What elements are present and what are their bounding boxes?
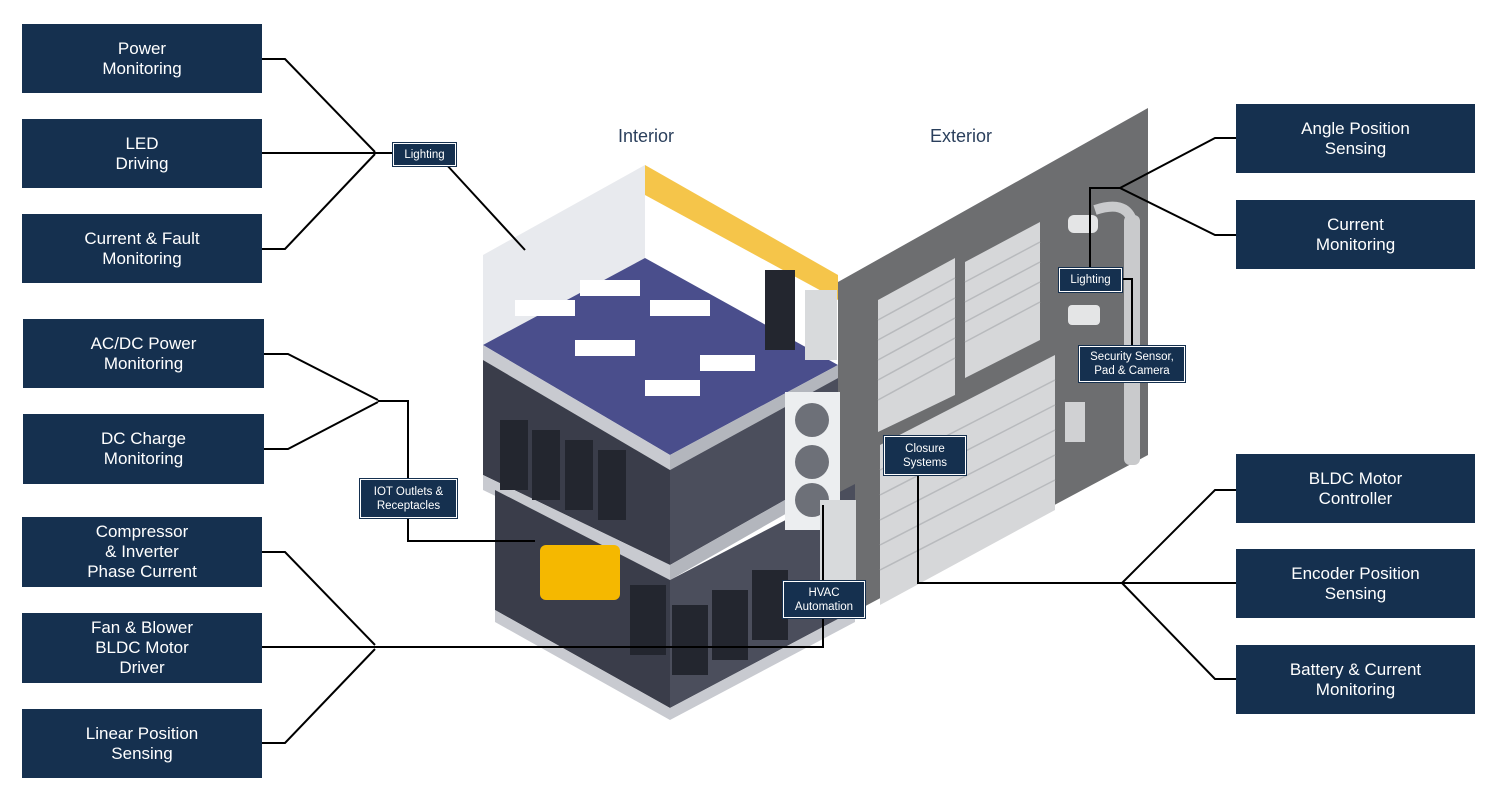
floor-mid-slab bbox=[483, 475, 670, 580]
line-lighting-exterior bbox=[1089, 187, 1120, 268]
floor-top-slab-right bbox=[670, 365, 838, 470]
lighting-exterior-tag: Lighting bbox=[1059, 268, 1122, 292]
acdc-power-box: AC/DC Power Monitoring bbox=[23, 319, 264, 388]
garage-door bbox=[880, 355, 1055, 605]
line-bldc bbox=[1121, 489, 1236, 584]
line-linear bbox=[262, 648, 376, 744]
led-driving-box: LED Driving bbox=[22, 119, 262, 188]
office-desks bbox=[515, 280, 755, 396]
line-lighting-interior bbox=[444, 162, 526, 251]
current-fault-label: Current & Fault Monitoring bbox=[84, 228, 200, 268]
angle-position-box: Angle Position Sensing bbox=[1236, 104, 1475, 173]
line-security bbox=[1121, 278, 1133, 346]
fan-blower-label: Fan & Blower BLDC Motor Driver bbox=[90, 618, 194, 677]
lighting-interior-tag: Lighting bbox=[393, 143, 456, 166]
encoder-position-box: Encoder Position Sensing bbox=[1236, 549, 1475, 618]
line-dc-charge bbox=[264, 401, 379, 450]
dc-charge-label: DC Charge Monitoring bbox=[100, 429, 187, 468]
line-current-monitoring bbox=[1119, 187, 1236, 236]
floor-top-slab bbox=[483, 345, 670, 470]
line-battery bbox=[1121, 582, 1236, 680]
line-current-fault bbox=[262, 153, 376, 250]
line-power-monitoring bbox=[262, 58, 376, 153]
line-angle bbox=[1119, 137, 1236, 189]
line-closure bbox=[917, 474, 1122, 584]
generator bbox=[540, 545, 620, 600]
encoder-position-label: Encoder Position Sensing bbox=[1291, 563, 1420, 603]
power-monitoring-box: Power Monitoring bbox=[22, 24, 262, 93]
lighting-interior-text: Lighting bbox=[404, 148, 445, 161]
line-iot bbox=[378, 400, 409, 479]
fan-blower-box: Fan & Blower BLDC Motor Driver bbox=[22, 613, 262, 683]
compressor-inverter-label: Compressor & Inverter Phase Current bbox=[87, 522, 197, 581]
lamp-arm bbox=[1093, 201, 1137, 223]
battery-current-label: Battery & Current Monitoring bbox=[1289, 659, 1422, 699]
battery-current-box: Battery & Current Monitoring bbox=[1236, 645, 1475, 714]
iot-outlets-text: IOT Outlets & Receptacles bbox=[373, 485, 444, 512]
keypad bbox=[1065, 402, 1085, 442]
server-racks bbox=[500, 270, 795, 675]
current-monitoring-box: Current Monitoring bbox=[1236, 200, 1475, 269]
window-shutter-left bbox=[878, 258, 955, 432]
hvac-automation-text: HVAC Automation bbox=[794, 586, 854, 613]
security-sensor-tag: Security Sensor, Pad & Camera bbox=[1079, 346, 1185, 382]
lighting-exterior-text: Lighting bbox=[1070, 274, 1111, 286]
line-iot-down bbox=[407, 517, 535, 542]
bldc-motor-label: BLDC Motor Controller bbox=[1308, 468, 1403, 508]
closure-systems-text: Closure Systems bbox=[902, 442, 948, 469]
line-acdc bbox=[264, 353, 379, 401]
lamp-head bbox=[1068, 215, 1098, 233]
linear-position-label: Linear Position Sensing bbox=[85, 723, 199, 763]
hvac-automation-tag: HVAC Automation bbox=[783, 581, 865, 618]
angle-position-label: Angle Position Sensing bbox=[1301, 118, 1410, 158]
acdc-power-label: AC/DC Power Monitoring bbox=[90, 333, 197, 373]
control-cabinet bbox=[805, 290, 837, 360]
line-fan-blower bbox=[262, 617, 824, 648]
current-fault-box: Current & Fault Monitoring bbox=[22, 214, 262, 283]
security-camera bbox=[1068, 305, 1100, 325]
line-compressor bbox=[262, 551, 376, 646]
interior-label: Interior bbox=[618, 126, 675, 146]
closure-systems-tag: Closure Systems bbox=[884, 436, 966, 475]
iot-outlets-tag: IOT Outlets & Receptacles bbox=[360, 479, 457, 518]
bldc-motor-box: BLDC Motor Controller bbox=[1236, 454, 1475, 523]
security-sensor-text: Security Sensor, Pad & Camera bbox=[1090, 351, 1174, 377]
dc-charge-box: DC Charge Monitoring bbox=[23, 414, 264, 484]
current-monitoring-label: Current Monitoring bbox=[1315, 214, 1396, 254]
floor-top-wall-right bbox=[645, 165, 838, 300]
exterior-label: Exterior bbox=[930, 126, 993, 146]
compressor-inverter-box: Compressor & Inverter Phase Current bbox=[22, 517, 262, 587]
window-shutter-right bbox=[965, 222, 1040, 378]
linear-position-box: Linear Position Sensing bbox=[22, 709, 262, 778]
connector-lines bbox=[262, 58, 1236, 744]
power-monitoring-label: Power Monitoring bbox=[102, 38, 182, 78]
led-driving-label: LED Driving bbox=[115, 133, 169, 173]
